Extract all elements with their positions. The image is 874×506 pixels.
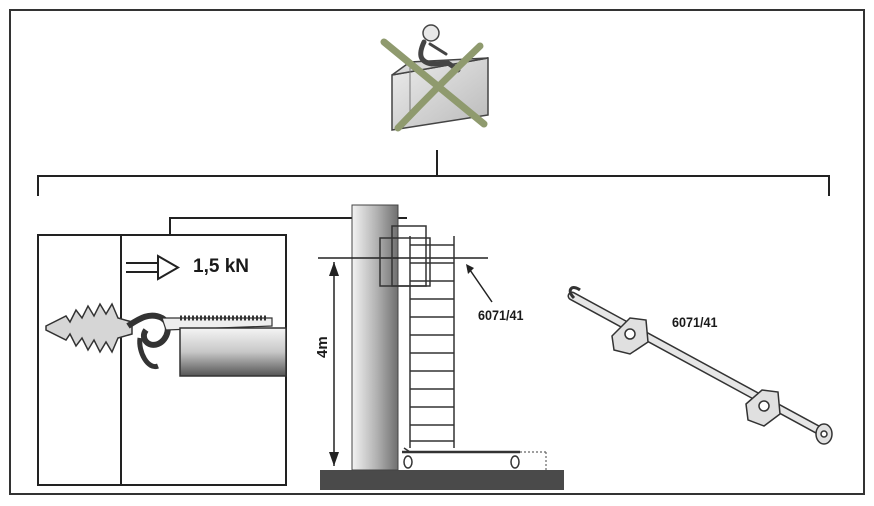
height-dimension-label: 4m xyxy=(314,336,331,358)
wall-pipe xyxy=(351,204,399,471)
part-number-label: 6071/41 xyxy=(478,307,524,323)
wall-anchor-icon xyxy=(45,302,273,369)
part-number-label: 6071/41 xyxy=(672,314,718,330)
force-value-label: 1,5 kN xyxy=(193,256,249,277)
no-weight-on-box-icon xyxy=(380,24,489,132)
outer-border xyxy=(9,9,865,495)
ladder xyxy=(379,225,520,454)
anchor-panel xyxy=(37,217,407,486)
force-arrow-icon xyxy=(126,254,181,281)
scaffold-tube-end xyxy=(179,327,287,377)
ladder-setup xyxy=(318,204,564,490)
bracket-connector xyxy=(37,150,830,196)
anchor-bar-part xyxy=(567,286,833,445)
